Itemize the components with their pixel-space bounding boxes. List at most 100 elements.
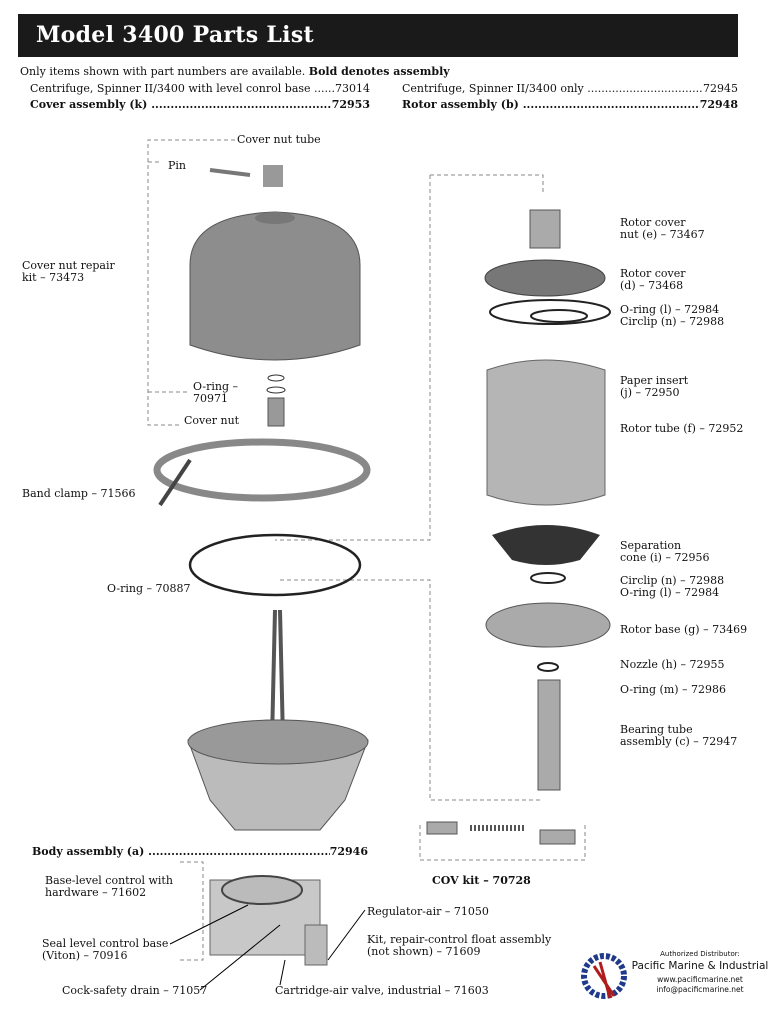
label-pin: Pin xyxy=(168,159,187,172)
cover-assembly xyxy=(153,165,371,597)
rotor-tube xyxy=(486,359,606,506)
label-cock-safety-drain: Cock-safety drain – 71057 xyxy=(62,984,208,997)
label-line: kit – 73473 xyxy=(22,271,85,284)
cover-boss xyxy=(255,212,295,224)
label-line: assembly (c) – 72947 xyxy=(620,735,738,748)
label-paper-insert: Paper insert(j) – 72950 xyxy=(620,375,688,399)
label-o-ring-70887: O-ring – 70887 xyxy=(107,582,191,595)
label-line: Circlip (n) – 72988 xyxy=(620,315,725,328)
label-line: Seal level control base xyxy=(42,937,169,950)
label-cov-kit: COV kit – 70728 xyxy=(432,874,531,887)
o-ring-large xyxy=(188,533,362,597)
note-text: Only items shown with part numbers are a… xyxy=(20,65,309,78)
cover xyxy=(189,211,361,361)
summary-row: Cover assembly (k)72953 xyxy=(30,98,370,111)
band-clamp xyxy=(153,438,371,502)
cover-nut xyxy=(267,397,285,427)
rotor-assembly xyxy=(426,209,611,845)
circlip xyxy=(530,572,566,584)
summary-row: Centrifuge, Spinner II/3400 with level c… xyxy=(30,82,370,95)
label-line: Rotor cover xyxy=(620,216,686,229)
o-ring-small xyxy=(267,374,285,382)
cov-kit-parts xyxy=(426,821,576,845)
level-control-base xyxy=(169,875,366,991)
availability-note: Only items shown with part numbers are a… xyxy=(20,66,450,78)
label-line: (j) – 72950 xyxy=(620,386,680,399)
summary-label: Cover assembly (k) xyxy=(30,98,332,111)
label-line: (not shown) – 71609 xyxy=(367,945,481,958)
summary-part: 72953 xyxy=(331,98,370,111)
label-line: (Viton) – 70916 xyxy=(42,949,128,962)
distributor-caption: Authorized Distributor: xyxy=(660,950,740,958)
bearing-tube xyxy=(537,679,561,791)
rotor-cover-nut xyxy=(529,209,561,249)
label-o-ring-m: O-ring (m) – 72986 xyxy=(620,683,727,696)
page-title: Model 3400 Parts List xyxy=(36,22,314,48)
label-body-assembly: Body assembly (a)72946 xyxy=(32,845,368,858)
label-line: Cover nut repair xyxy=(22,259,115,272)
o-ring-small xyxy=(266,386,286,394)
label-line: hardware – 71602 xyxy=(45,886,147,899)
separation-cone xyxy=(492,525,600,565)
distributor-email[interactable]: info@pacificmarine.net xyxy=(656,985,744,994)
label-line: Circlip (n) – 72988 xyxy=(620,574,725,587)
label-rotor-base: Rotor base (g) – 73469 xyxy=(620,623,748,636)
distributor-name: Pacific Marine & Industrial xyxy=(631,960,769,972)
note-bold: Bold denotes assembly xyxy=(308,65,450,78)
label-line: 70971 xyxy=(193,392,228,405)
label-line: Kit, repair-control float assembly xyxy=(367,933,552,946)
label-text: Body assembly (a) xyxy=(32,845,330,858)
summary-label: Centrifuge, Spinner II/3400 with level c… xyxy=(30,82,335,95)
leader-lines xyxy=(147,139,586,961)
cover-nut-tube xyxy=(263,165,283,187)
body-rim xyxy=(187,719,369,765)
label-float-kit: Kit, repair-control float assembly(not s… xyxy=(367,934,551,958)
body-assembly-drawing xyxy=(187,609,369,831)
label-line: O-ring (l) – 72984 xyxy=(620,586,720,599)
o-ring xyxy=(489,299,611,325)
label-seal-level-control: Seal level control base(Viton) – 70916 xyxy=(42,938,168,962)
label-regulator-air: Regulator-air – 71050 xyxy=(367,905,489,918)
label-line: Bearing tube xyxy=(620,723,693,736)
distributor-website[interactable]: www.pacificmarine.net xyxy=(657,975,743,984)
label-line: Base-level control with xyxy=(45,874,173,887)
label-part: 72946 xyxy=(329,845,368,858)
header-bar: Model 3400 Parts List xyxy=(18,14,738,57)
label-line: O-ring (l) – 72984 xyxy=(620,303,720,316)
label-cartridge-air-valve: Cartridge-air valve, industrial – 71603 xyxy=(275,984,489,997)
pin xyxy=(209,168,251,177)
rotor-base xyxy=(485,602,611,648)
summary-part: 72945 xyxy=(703,82,738,95)
label-cover-nut-tube: Cover nut tube xyxy=(237,133,321,146)
summary-part: 72948 xyxy=(699,98,738,111)
summary-part: 73014 xyxy=(335,82,370,95)
label-line: Paper insert xyxy=(620,374,689,387)
summary-label: Rotor assembly (b) xyxy=(402,98,700,111)
label-o-ring-70971: O-ring –70971 xyxy=(193,381,238,405)
o-ring-m xyxy=(537,662,559,672)
summary-row: Rotor assembly (b)72948 xyxy=(402,98,738,111)
distributor-logo xyxy=(581,953,627,999)
label-rotor-tube: Rotor tube (f) – 72952 xyxy=(620,422,744,435)
label-line: Rotor cover xyxy=(620,267,686,280)
rotor-cover xyxy=(484,259,606,297)
circlip xyxy=(530,309,588,323)
label-line: O-ring – xyxy=(193,380,239,393)
label-cover-nut: Cover nut xyxy=(184,414,240,427)
label-line: Separation xyxy=(620,539,682,552)
summary-label: Centrifuge, Spinner II/3400 only xyxy=(402,82,703,95)
distributor-block: Authorized Distributor: Pacific Marine &… xyxy=(580,948,770,1004)
label-line: nut (e) – 73467 xyxy=(620,228,705,241)
spindle xyxy=(270,609,285,741)
label-line: cone (i) – 72956 xyxy=(620,551,710,564)
label-line: (d) – 73468 xyxy=(620,279,684,292)
label-band-clamp: Band clamp – 71566 xyxy=(22,487,136,500)
